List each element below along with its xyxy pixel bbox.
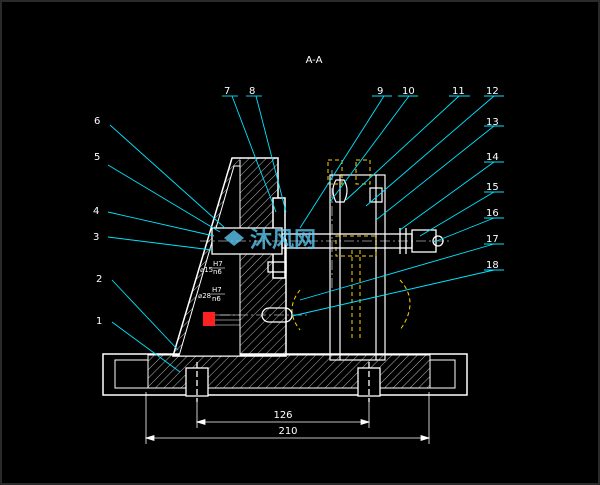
dimension-210: 210 <box>144 392 431 444</box>
part-number-3: 3 <box>93 232 99 243</box>
base-plate <box>102 353 468 396</box>
part-number-4: 4 <box>93 206 99 217</box>
fit-upper-top: H7 <box>213 260 223 268</box>
fit-upper-prefix: ⌀15 <box>200 266 213 274</box>
watermark-logo: 沐风网 <box>224 228 316 253</box>
part-number-13: 13 <box>486 117 499 128</box>
fit-upper-bottom: n6 <box>213 268 222 276</box>
fit-lower: ⌀28 H7 n6 <box>198 286 225 303</box>
dimension-210-text: 210 <box>278 426 297 437</box>
part-number-8: 8 <box>249 86 255 97</box>
leader-lines <box>107 95 504 373</box>
part-number-10: 10 <box>402 86 415 97</box>
part-number-2: 2 <box>96 274 102 285</box>
part-number-7: 7 <box>224 86 230 97</box>
fit-upper: ⌀15 H7 n6 <box>200 260 225 276</box>
part-number-15: 15 <box>486 182 499 193</box>
part-number-18: 18 <box>486 260 499 271</box>
watermark-text: 沐风网 <box>250 228 316 253</box>
part-number-17: 17 <box>486 234 499 245</box>
base-bolts <box>185 362 381 402</box>
part-number-16: 16 <box>486 208 499 219</box>
fit-lower-prefix: ⌀28 <box>198 292 211 300</box>
part-number-12: 12 <box>486 86 499 97</box>
part-number-11: 11 <box>452 86 465 97</box>
red-note-block <box>203 312 240 326</box>
upright-support <box>171 157 287 357</box>
section-title: A-A <box>306 55 323 66</box>
part-number-14: 14 <box>486 152 499 163</box>
part-number-5: 5 <box>94 152 100 163</box>
dimension-126-text: 126 <box>273 410 292 421</box>
fit-lower-bottom: n6 <box>212 295 221 303</box>
fit-lower-top: H7 <box>212 286 222 294</box>
dimension-126: 126 <box>195 402 371 428</box>
part-number-1: 1 <box>96 316 102 327</box>
part-number-6: 6 <box>94 116 100 127</box>
right-bracket <box>329 174 386 361</box>
part-number-9: 9 <box>377 86 383 97</box>
